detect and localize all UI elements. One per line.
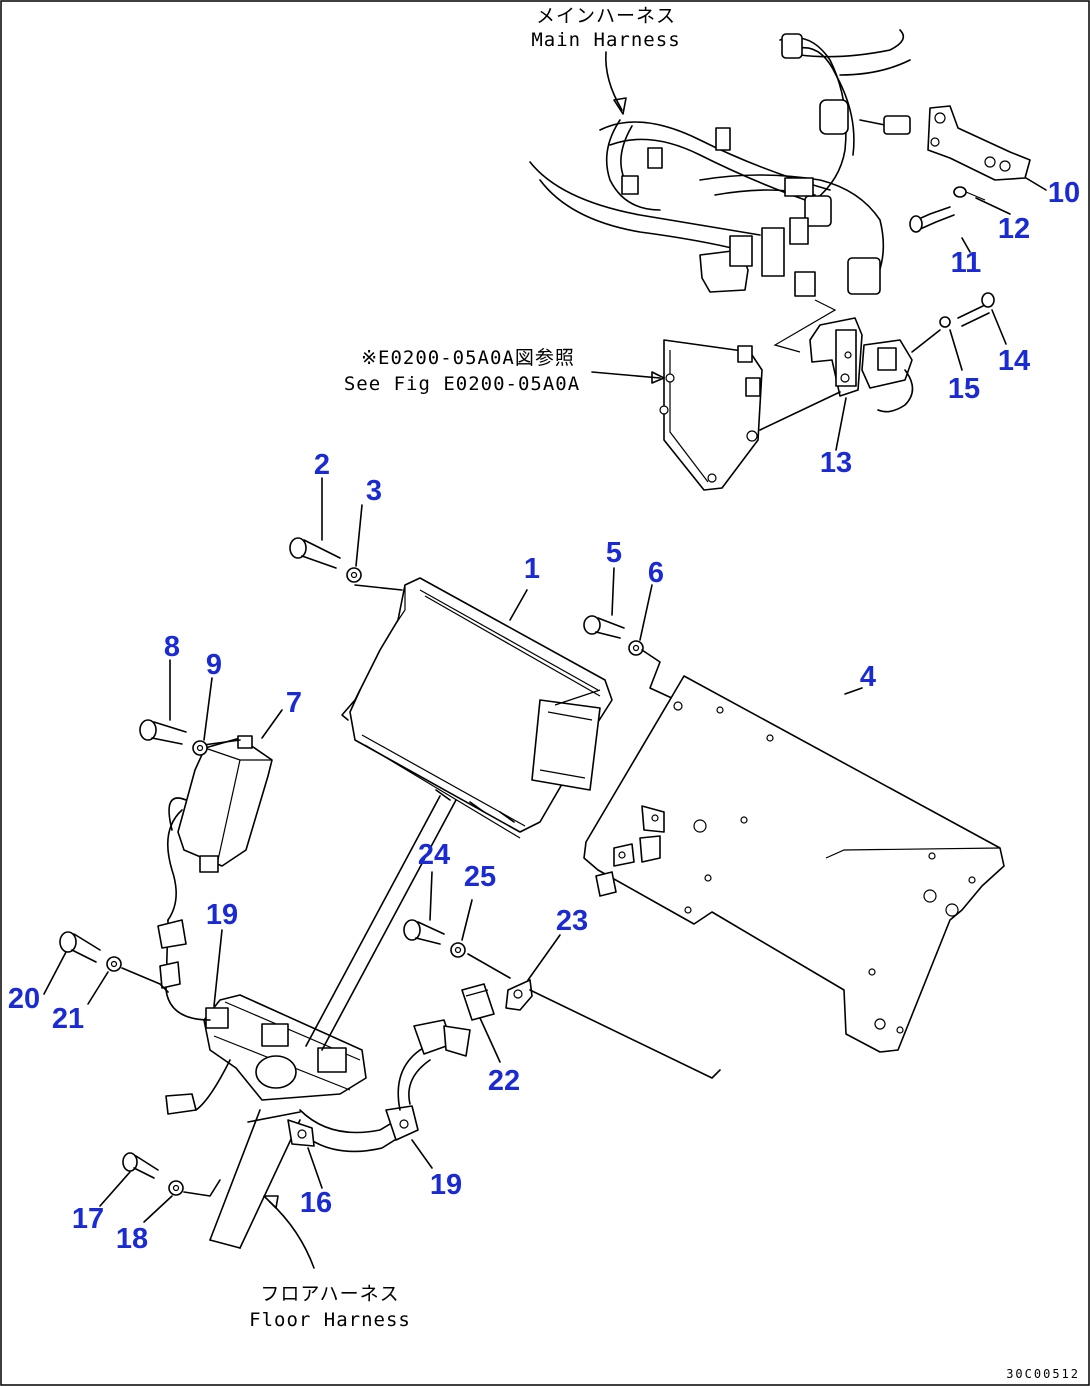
part-washer-25 xyxy=(450,899,511,979)
floor-harness-caption-jp: フロアハーネス xyxy=(260,1283,399,1305)
callout-11: 11 xyxy=(951,247,982,279)
part-unit-7 xyxy=(166,709,283,921)
leader-lines xyxy=(43,177,1047,1223)
callout-8: 8 xyxy=(164,631,180,663)
cover-plate-ref xyxy=(591,339,763,491)
callout-21: 21 xyxy=(52,1003,84,1035)
part-bolt-24 xyxy=(403,871,445,945)
callout-24: 24 xyxy=(418,839,450,871)
callout-2: 2 xyxy=(314,449,330,481)
part-bracket-13 xyxy=(759,317,941,431)
part-washer-15 xyxy=(939,316,951,328)
part-bolt-14 xyxy=(957,292,995,327)
main-harness xyxy=(529,29,911,353)
part-bolt-17 xyxy=(122,1152,159,1179)
callout-9: 9 xyxy=(206,649,222,681)
callouts: 1 2 3 4 5 6 7 8 9 10 11 12 13 14 15 16 1… xyxy=(8,177,1080,1255)
drawing-code: 30C00512 xyxy=(1006,1367,1080,1381)
part-connector-22 xyxy=(461,983,501,1063)
callout-22: 22 xyxy=(488,1065,520,1097)
part-bolt-11 xyxy=(909,206,955,233)
callout-18: 18 xyxy=(116,1223,148,1255)
main-harness-caption-jp: メインハーネス xyxy=(536,5,676,27)
part-bracket-10 xyxy=(927,105,1031,181)
callout-19-lower: 19 xyxy=(430,1169,462,1201)
part-washer-12 xyxy=(953,186,986,201)
callout-23: 23 xyxy=(556,905,588,937)
part-washer-6 xyxy=(628,584,677,701)
callout-17: 17 xyxy=(72,1203,104,1235)
part-bolt-2 xyxy=(289,477,341,569)
callout-6: 6 xyxy=(648,557,664,589)
callout-10: 10 xyxy=(1048,177,1080,209)
callout-5: 5 xyxy=(606,537,622,569)
floor-harness-caption-en: Floor Harness xyxy=(249,1309,411,1331)
part-terminal-23 xyxy=(505,934,721,1079)
part-controller-1 xyxy=(341,577,613,839)
part-bolt-20 xyxy=(59,931,101,963)
main-harness-caption-en: Main Harness xyxy=(531,29,680,51)
callout-4: 4 xyxy=(860,661,876,693)
callout-20: 20 xyxy=(8,983,40,1015)
callout-14: 14 xyxy=(998,345,1030,377)
callout-19-upper: 19 xyxy=(206,899,238,931)
see-fig-caption-jp: ※E0200-05A0A図参照 xyxy=(361,347,575,369)
part-washer-21 xyxy=(106,956,169,993)
part-bolt-8 xyxy=(139,659,187,745)
floor-harness xyxy=(157,795,471,1269)
callout-13: 13 xyxy=(820,447,852,479)
callout-16: 16 xyxy=(300,1187,332,1219)
part-plate-4 xyxy=(583,675,1005,1053)
callout-15: 15 xyxy=(948,373,980,405)
part-washer-18 xyxy=(168,1179,221,1197)
callout-3: 3 xyxy=(366,475,382,507)
part-washer-9 xyxy=(192,677,213,756)
callout-25: 25 xyxy=(464,861,496,893)
callout-12: 12 xyxy=(998,213,1030,245)
see-fig-caption-en: See Fig E0200-05A0A xyxy=(344,373,580,395)
captions: メインハーネス Main Harness ※E0200-05A0A図参照 See… xyxy=(249,5,1080,1381)
part-bolt-5 xyxy=(583,567,625,639)
callout-7: 7 xyxy=(286,687,302,719)
callout-1: 1 xyxy=(524,553,540,585)
part-washer-3 xyxy=(346,504,363,583)
